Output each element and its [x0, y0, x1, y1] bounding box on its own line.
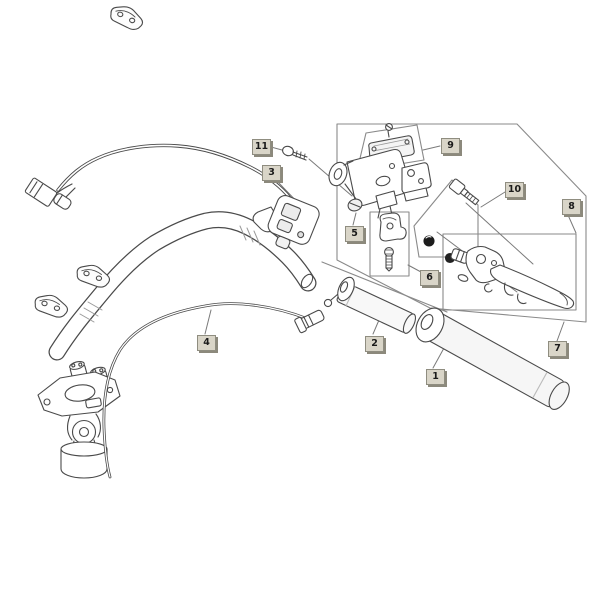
callout-6[interactable]: 6: [420, 270, 439, 286]
callout-8[interactable]: 8: [562, 199, 581, 215]
callout-5[interactable]: 5: [345, 226, 364, 242]
assembly-axis-line: [321, 261, 448, 313]
throttle-cable-drawing: [102, 293, 339, 479]
callout-9[interactable]: 9: [441, 138, 460, 154]
brake-lever-drawing: [444, 245, 575, 309]
connector-b: [53, 193, 72, 210]
harness-drawing: [24, 143, 292, 210]
holder-group-box: [369, 211, 410, 277]
outer-group-box: [336, 123, 587, 323]
callout-7[interactable]: 7: [548, 341, 567, 357]
locknut: [423, 235, 435, 247]
steering-stem-drawing: [37, 361, 121, 479]
cable-holder-drawing: [379, 212, 407, 272]
throttle-tube-drawing: [336, 276, 417, 334]
switch-housing-drawing: [252, 195, 320, 250]
cable-adjuster: [294, 309, 325, 334]
callout-1[interactable]: 1: [426, 369, 445, 385]
callout-10[interactable]: 10: [505, 182, 524, 198]
connector-a: [24, 177, 58, 207]
lever-group-box: [442, 233, 577, 311]
callout-3[interactable]: 3: [262, 165, 281, 181]
clamp-caps: [34, 6, 144, 318]
screw-item11: [282, 145, 308, 161]
callout-2[interactable]: 2: [365, 336, 384, 352]
callout-11[interactable]: 11: [252, 139, 271, 155]
handlebar-drawing: [48, 211, 317, 361]
cap-screw-item5: [347, 198, 363, 212]
master-cylinder-drawing: [282, 123, 432, 222]
pivot-bolt-drawing: [423, 178, 480, 247]
grip-tube-drawing: [415, 307, 570, 410]
callout-4[interactable]: 4: [197, 335, 216, 351]
